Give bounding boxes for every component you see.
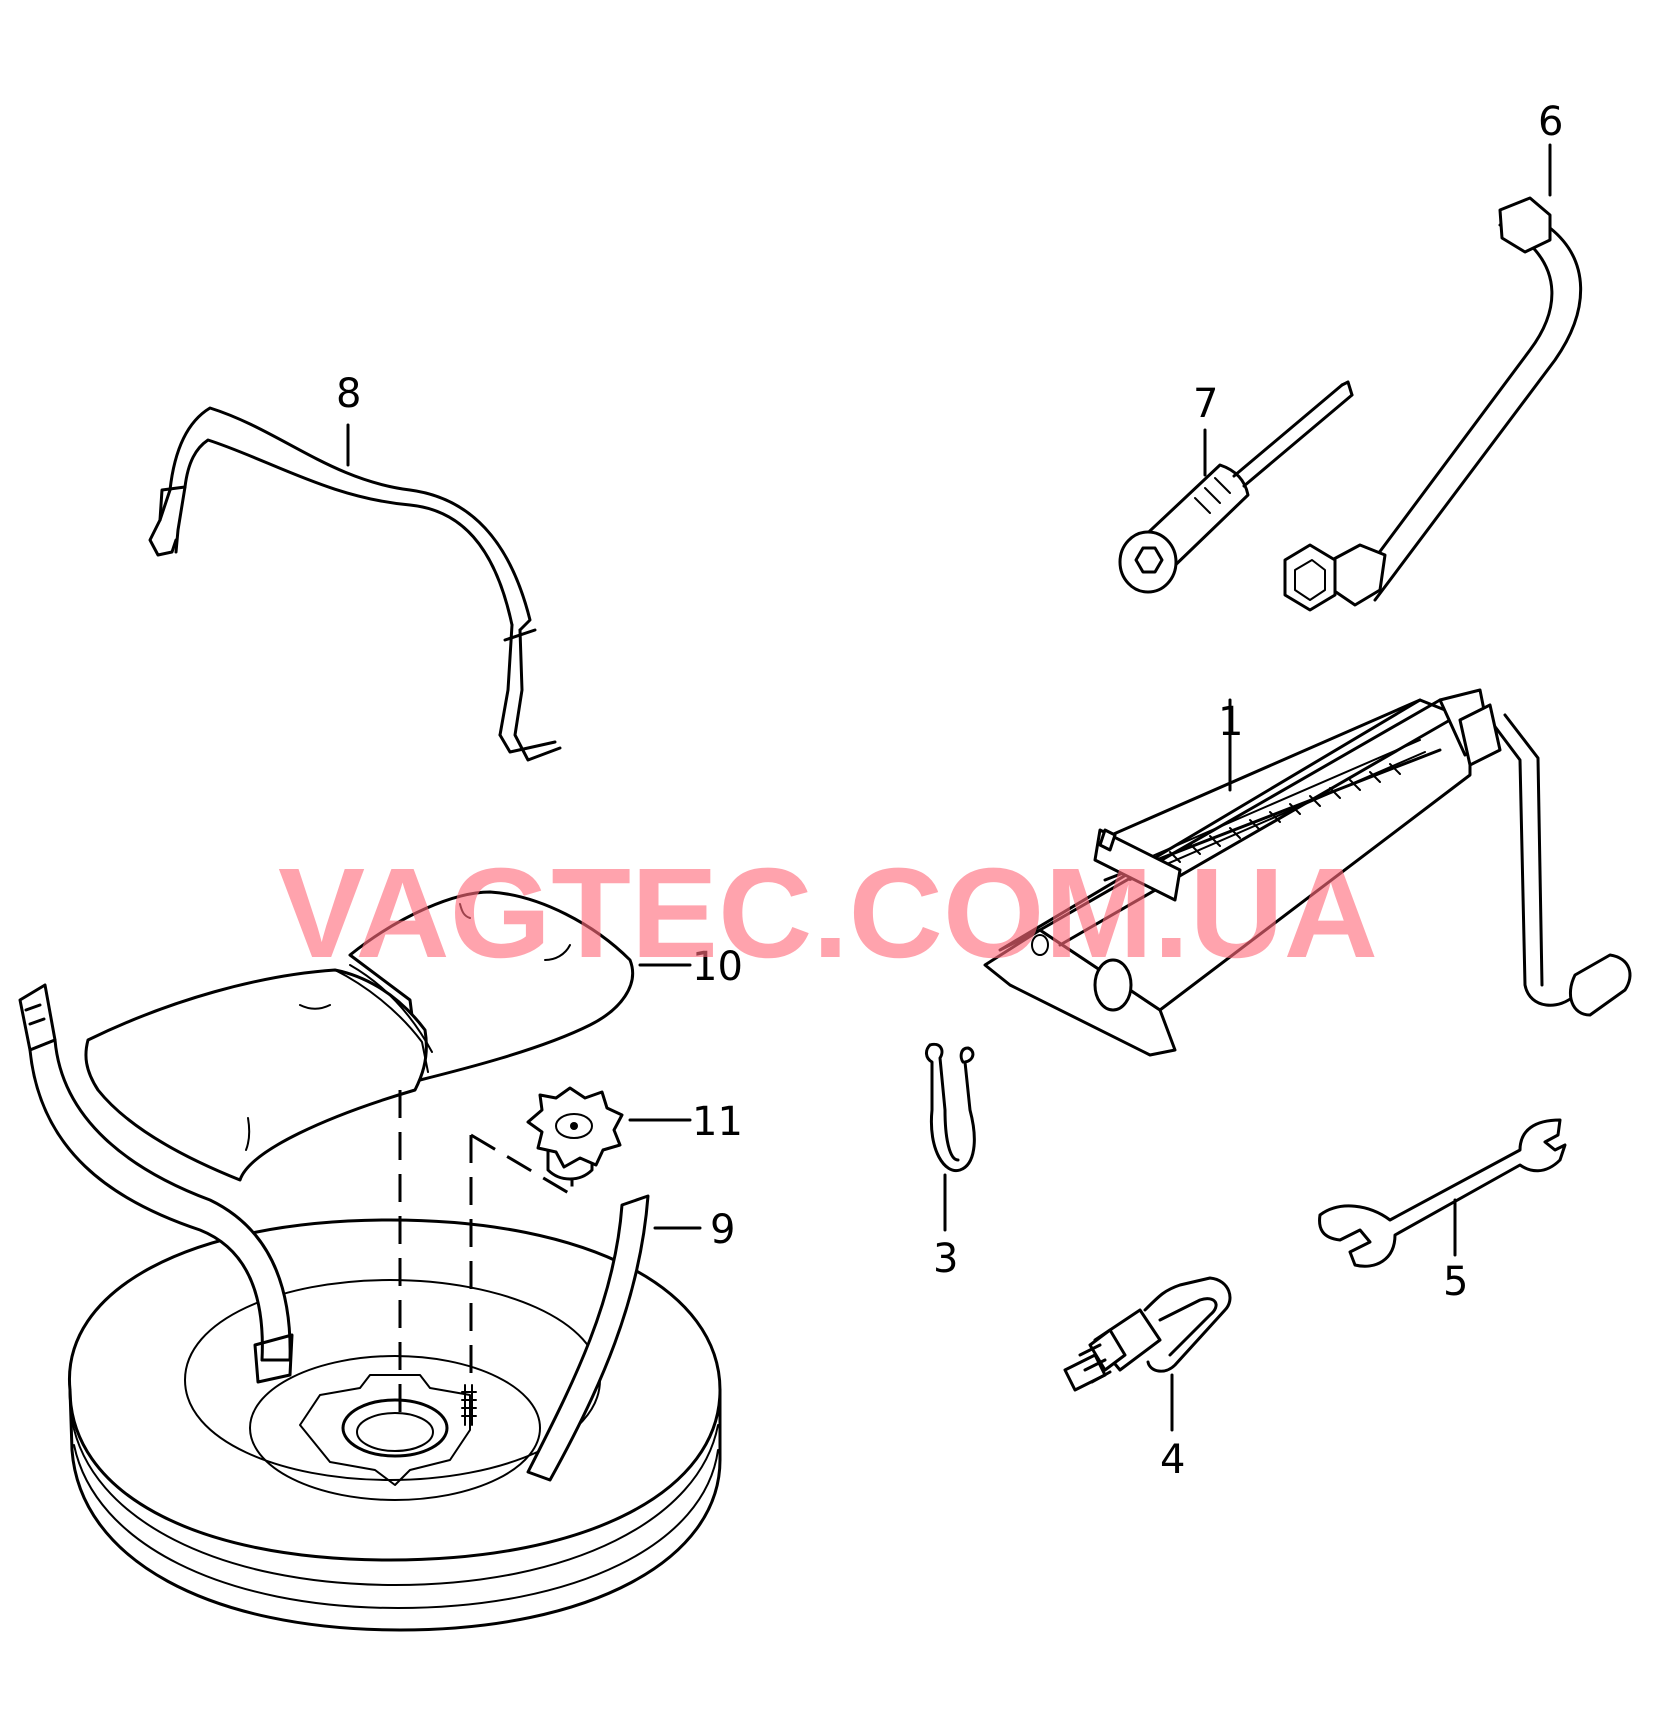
callout-9: 9 <box>710 1207 735 1253</box>
watermark-text: VAGTEC.COM.UA <box>278 842 1378 985</box>
callout-11: 11 <box>692 1099 743 1145</box>
bag-strap-illustration <box>18 983 294 1384</box>
tool-bag-illustration <box>84 890 635 1182</box>
callout-3: 3 <box>933 1236 958 1282</box>
callout-5: 5 <box>1443 1259 1468 1305</box>
towing-eye-illustration <box>1063 1276 1232 1392</box>
callout-1: 1 <box>1218 699 1243 745</box>
bracket-illustration <box>148 406 562 762</box>
assembly-lines <box>398 1090 574 1415</box>
callout-7: 7 <box>1193 381 1218 427</box>
jack-illustration <box>983 688 1632 1057</box>
callout-4: 4 <box>1160 1437 1185 1483</box>
clip-illustration <box>925 1042 976 1173</box>
wing-nut-illustration <box>526 1086 624 1181</box>
callout-8: 8 <box>336 371 361 417</box>
screwdriver-illustration <box>1118 380 1354 594</box>
callout-lines <box>346 143 1552 1432</box>
callout-10: 10 <box>692 944 743 990</box>
wrench-illustration <box>1318 1118 1567 1268</box>
strap-illustration <box>526 1194 650 1482</box>
wheel-brace-illustration <box>1283 196 1583 612</box>
callout-6: 6 <box>1538 99 1563 145</box>
